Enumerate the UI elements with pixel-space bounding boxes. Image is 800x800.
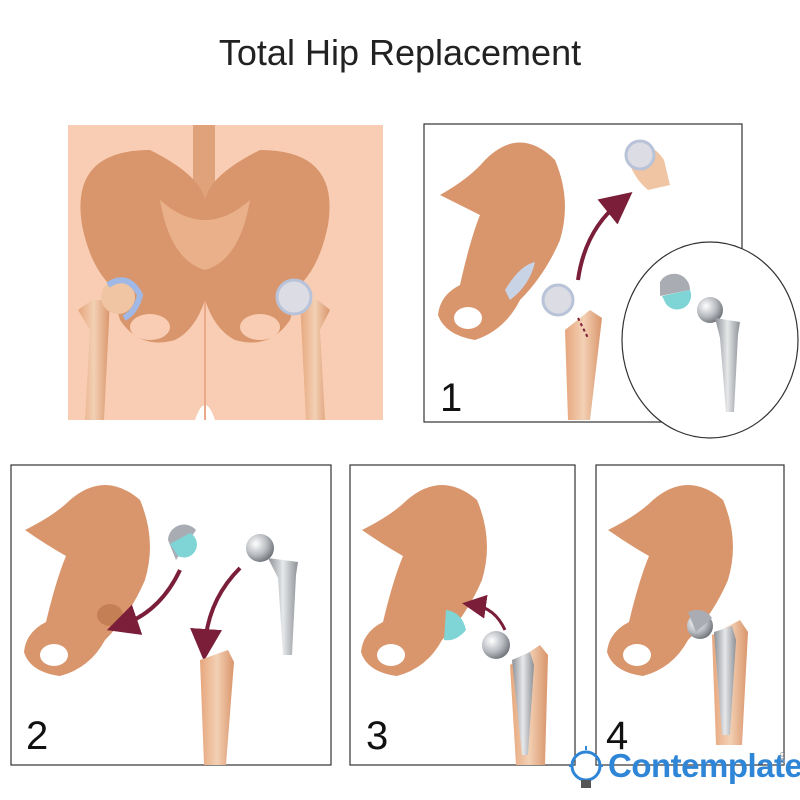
panel-1 bbox=[423, 123, 743, 423]
stem-panel-4 bbox=[714, 626, 736, 735]
femur-left bbox=[78, 300, 110, 420]
obturator-right bbox=[240, 314, 280, 340]
hip-bone-panel-1 bbox=[438, 142, 565, 340]
step-4-label: 4 bbox=[606, 714, 629, 758]
femoral-head-right-damaged bbox=[275, 278, 313, 316]
ball-panel-3 bbox=[482, 631, 510, 659]
cup-installed-panel-4 bbox=[688, 610, 712, 632]
cartilage-left bbox=[106, 277, 144, 321]
ball-panel-2 bbox=[246, 534, 274, 562]
cup-arrow bbox=[106, 569, 182, 635]
liner-callout bbox=[662, 290, 692, 310]
hip-bone-panel-3 bbox=[361, 485, 487, 676]
panel-2-frame bbox=[10, 464, 332, 766]
removal-arrow bbox=[576, 192, 633, 281]
cut-line bbox=[577, 317, 589, 339]
femur-panel-2 bbox=[200, 650, 234, 765]
watermark-text: Contemplate bbox=[608, 747, 800, 784]
watermark-suffix: com bbox=[778, 752, 785, 766]
cup-callout bbox=[660, 273, 691, 296]
cup-installed-panel-3 bbox=[444, 610, 466, 641]
hip-bone-panel-4 bbox=[607, 485, 733, 676]
femur-right bbox=[300, 300, 330, 420]
callout-ellipse bbox=[621, 241, 799, 439]
stem-arrow bbox=[190, 566, 242, 661]
obturator-left bbox=[130, 314, 170, 340]
stem-panel-2 bbox=[268, 558, 298, 655]
panel-4 bbox=[595, 464, 785, 766]
panel-4-frame bbox=[595, 464, 785, 766]
obturator-panel-4 bbox=[623, 644, 651, 666]
lightbulb-icon bbox=[569, 746, 603, 788]
implant-callout bbox=[621, 241, 799, 439]
hip-bone-panel-2 bbox=[24, 485, 150, 676]
ball-callout bbox=[697, 297, 723, 323]
watermark-logo: Contemplate com bbox=[566, 744, 800, 794]
panel-3-frame bbox=[349, 464, 576, 766]
step-1-label: 1 bbox=[440, 376, 463, 420]
liner-panel-2 bbox=[170, 533, 197, 558]
prepared-socket-panel-2 bbox=[97, 604, 123, 626]
step-2-label: 2 bbox=[26, 714, 49, 758]
step-3-label: 3 bbox=[366, 714, 389, 758]
removed-head-surface bbox=[624, 139, 656, 171]
damaged-head-panel-1 bbox=[541, 283, 575, 317]
diagram-title: Total Hip Replacement bbox=[218, 32, 582, 73]
panel-2 bbox=[10, 464, 332, 766]
femur-panel-1 bbox=[565, 310, 602, 420]
stem-panel-3 bbox=[512, 652, 534, 755]
pelvis-overview bbox=[68, 125, 383, 420]
obturator-panel-1 bbox=[454, 307, 482, 329]
pelvis-inner-light bbox=[160, 200, 250, 270]
panel-3 bbox=[349, 464, 576, 766]
damaged-socket-panel-1 bbox=[505, 262, 535, 300]
stem-callout bbox=[715, 318, 740, 412]
obturator-panel-3 bbox=[377, 644, 405, 666]
reduction-arrow bbox=[462, 594, 507, 631]
obturator-panel-2 bbox=[40, 644, 68, 666]
femoral-head-left bbox=[101, 280, 135, 314]
